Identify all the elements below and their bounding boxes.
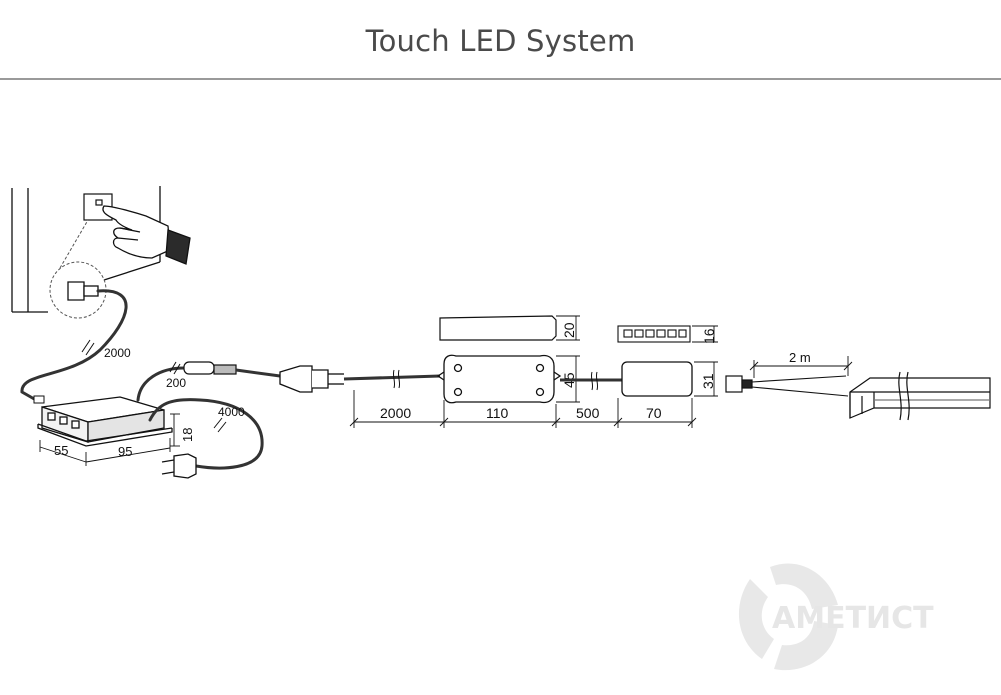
- hub-ports: [47, 412, 80, 429]
- cable-to-driver-label: 2000: [380, 405, 411, 421]
- splitter-height-dim: [692, 325, 718, 343]
- strip-length-label: 2 m: [789, 350, 811, 365]
- hub-width-label: 95: [118, 444, 132, 459]
- hub-dimension-lines: [39, 413, 180, 466]
- splitter-width-dim: [694, 361, 718, 397]
- strip-connector: [725, 375, 753, 393]
- mains-cable: [343, 374, 441, 381]
- sensor-plug: [33, 395, 45, 404]
- led-driver: [436, 354, 562, 404]
- hub-power-cable: [148, 398, 264, 470]
- watermark-swirl-icon: [738, 563, 838, 671]
- hand-icon: [102, 205, 191, 265]
- led-profile: [849, 377, 991, 419]
- hub-height-label: 18: [180, 428, 195, 442]
- cable-to-splitter-label: 500: [576, 405, 600, 421]
- inline-connector: [183, 361, 237, 375]
- hub-power-plug-icon: [161, 453, 197, 479]
- title-divider: [0, 78, 1001, 80]
- splitter-width-label: 31: [700, 373, 716, 389]
- dimension-chain: [349, 390, 697, 428]
- driver-height-label: 20: [561, 322, 577, 338]
- distribution-hub: [37, 396, 173, 447]
- watermark-text: АМЕТИСТ: [772, 601, 934, 636]
- watermark-logo: АМЕТИСТ: [738, 563, 934, 671]
- strip-leads: [751, 375, 849, 397]
- driver-length-label: 110: [486, 405, 509, 421]
- profile-break: [898, 371, 910, 421]
- sensor-detail: [49, 219, 107, 319]
- splitter-height-label: 16: [701, 328, 717, 344]
- power-cable-label: 4000: [218, 405, 245, 419]
- splitter-box: [621, 361, 693, 397]
- sensor-cable-label: 2000: [104, 346, 131, 360]
- led-driver-side-view: [439, 315, 557, 341]
- power-cable-break: [213, 417, 227, 433]
- hub-cable-break: [169, 361, 181, 375]
- splitter-side-view: [617, 325, 691, 343]
- sensor-cable: [20, 289, 128, 402]
- hub-depth-label: 55: [54, 443, 68, 458]
- driver-height-dim: [556, 315, 580, 341]
- sensor-cable-break: [81, 339, 95, 356]
- connector-to-plug-cable: [235, 368, 281, 378]
- strip-length-dim: [749, 356, 853, 378]
- page-title: Touch LED System: [365, 24, 636, 58]
- euro-plug-icon: [279, 365, 344, 393]
- hub-cable-label: 200: [166, 376, 186, 390]
- mains-cable-break: [392, 369, 401, 389]
- splitter-length-label: 70: [646, 405, 662, 421]
- output-cable-break: [590, 371, 599, 391]
